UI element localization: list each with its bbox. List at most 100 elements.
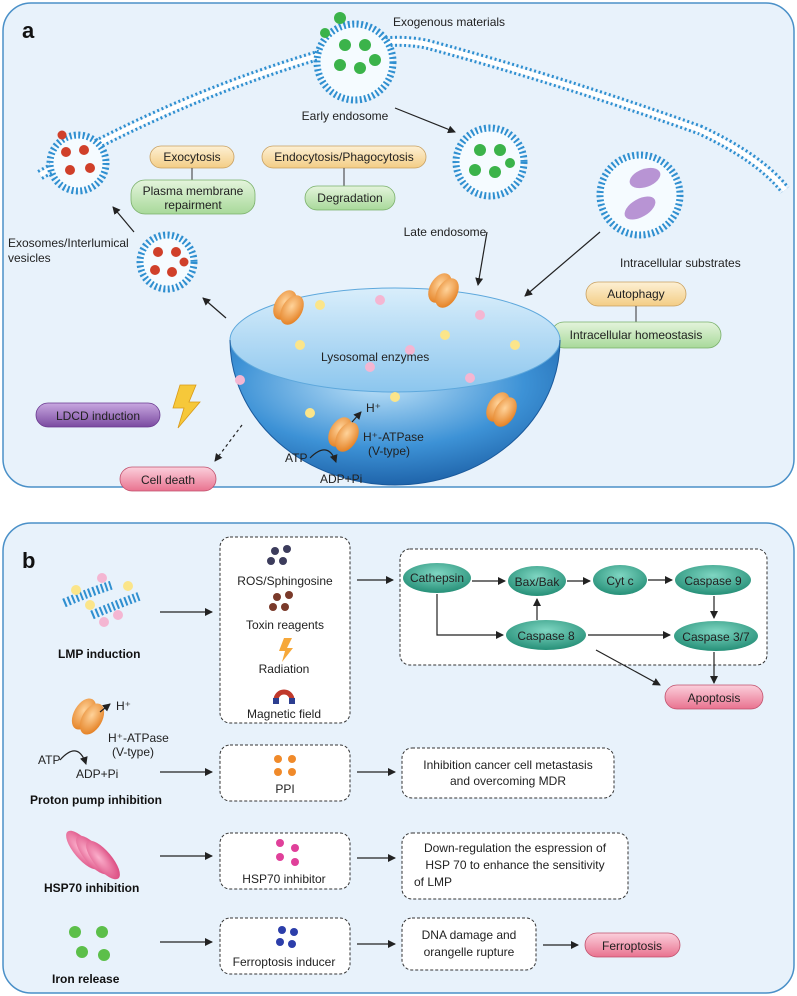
lysosomal-enzymes-label: Lysosomal enzymes	[321, 350, 429, 364]
h-plus-arrow	[351, 411, 362, 423]
exocytosis-label: Exocytosis	[163, 150, 220, 164]
hsp-outcome-line2: HSP 70 to enhance the sensitivity	[425, 858, 604, 872]
exocytosis-box: Exocytosis	[149, 145, 235, 169]
arrow-early-to-late	[394, 107, 456, 134]
pp-atpase-line2: (V-type)	[112, 745, 154, 759]
ppi-outcome-box	[401, 747, 615, 799]
arrow-casp8-apoptosis	[595, 649, 661, 686]
exosomes-label-line1: Exosomes/Interlumical	[8, 236, 129, 250]
late-endosome-label: Late endosome	[404, 225, 487, 239]
hsp70-inhibition-label: HSP70 inhibition	[44, 881, 139, 895]
panel-a-letter: a	[22, 18, 35, 43]
ppi-box	[219, 744, 351, 802]
proton-pump-icon	[428, 273, 459, 308]
pp-h-plus-arrow	[99, 703, 111, 713]
inducer-toxin-label: Toxin reagents	[246, 618, 324, 632]
caspase37-label: Caspase 3/7	[682, 630, 750, 644]
arrow-autophagosome-to-lysosome	[524, 231, 601, 297]
inducer-ros-label: ROS/Sphingosine	[237, 574, 333, 588]
hsp-outcome-line3: of LMP	[414, 875, 452, 889]
ldcd-label: LDCD induction	[56, 409, 140, 423]
caspase9-label: Caspase 9	[684, 574, 742, 588]
ferroptosis-label: Ferroptosis	[602, 939, 662, 953]
degradation-box: Degradation	[304, 185, 396, 211]
magnet-icon	[273, 689, 295, 704]
proton-pump-icon	[273, 290, 304, 325]
lysosomal-enzyme-dots	[235, 295, 520, 418]
hsp-outcome-line1: Down-regulation the espression of	[424, 841, 607, 855]
ferroptosis-inducer-dots-icon	[276, 926, 298, 948]
inducer-radiation-label: Radiation	[259, 662, 310, 676]
pp-adp-label: ADP+Pi	[76, 767, 118, 781]
cell-death-box: Cell death	[119, 466, 217, 492]
autophagy-label: Autophagy	[607, 287, 664, 301]
caspase8-node: Caspase 8	[506, 620, 586, 650]
atp-label: ATP	[285, 451, 307, 465]
cathepsin-node: Cathepsin	[403, 563, 471, 593]
proton-pump-icon	[328, 417, 359, 452]
exosomes-label-line2: vesicles	[8, 251, 51, 265]
inducers-box	[219, 536, 351, 724]
h-plus-label: H⁺	[366, 401, 381, 415]
caspase8-label: Caspase 8	[517, 629, 575, 643]
lmp-induction-label: LMP induction	[58, 647, 140, 661]
exogenous-particle	[334, 12, 346, 24]
ferroptosis-inducer-label: Ferroptosis inducer	[233, 955, 336, 969]
intracellular-substrates-label: Intracellular substrates	[620, 256, 741, 270]
arrow-lysosome-to-exosome	[202, 297, 227, 319]
inducer-magnetic-label: Magnetic field	[247, 707, 321, 721]
plasma-membrane-repair-box: Plasma membrane repairment	[130, 179, 256, 215]
late-endosome	[452, 124, 528, 200]
hsp70-protein-icon	[66, 830, 120, 880]
toxin-dots-icon	[269, 591, 293, 611]
plasma-label-line2: repairment	[164, 198, 222, 212]
exogenous-label: Exogenous materials	[393, 15, 505, 29]
degradation-label: Degradation	[317, 191, 382, 205]
bax-bak-label: Bax/Bak	[515, 575, 561, 589]
panel-a-frame	[2, 2, 795, 488]
caspase37-node: Caspase 3/7	[674, 621, 758, 651]
endocytosis-label: Endocytosis/Phagocytosis	[274, 150, 413, 164]
ppi-outcome-line2: and overcoming MDR	[450, 774, 566, 788]
hsp-outcome-box	[401, 832, 629, 900]
iron-release-label: Iron release	[52, 972, 120, 986]
lightning-icon	[172, 384, 201, 429]
apoptosis-box: Apoptosis	[664, 684, 764, 710]
homeostasis-box: Intracellular homeostasis	[550, 321, 722, 349]
atpase-label-line2: (V-type)	[368, 444, 410, 458]
ros-dots-icon	[267, 545, 291, 565]
arrow-exosome-to-membrane	[112, 206, 135, 233]
autophagy-box: Autophagy	[585, 281, 687, 307]
pp-atp-curve	[59, 750, 88, 765]
panel-b-letter: b	[22, 548, 35, 573]
endocytosis-box: Endocytosis/Phagocytosis	[261, 145, 427, 169]
damaged-membrane-icon	[62, 573, 142, 627]
plasma-membrane	[37, 35, 790, 194]
pp-atpase-line1: H⁺-ATPase	[108, 731, 169, 745]
pp-atp-label: ATP	[38, 753, 60, 767]
bax-bak-node: Bax/Bak	[508, 566, 566, 596]
dna-damage-line2: orangelle rupture	[424, 945, 515, 959]
arrow-lysosome-to-cell-death	[214, 424, 243, 462]
atpase-label-line1: H⁺-ATPase	[363, 430, 424, 444]
ppi-outcome-line1: Inhibition cancer cell metastasis	[423, 758, 592, 772]
adp-label: ADP+Pi	[320, 472, 362, 486]
cell-death-label: Cell death	[141, 473, 195, 487]
exocytosis-vesicle	[46, 130, 110, 195]
early-endosome	[313, 20, 397, 104]
exosome-vesicle	[136, 231, 198, 293]
pp-h-plus-label: H⁺	[116, 699, 131, 713]
cyt-c-label: Cyt c	[606, 574, 633, 588]
autophagosome	[596, 151, 684, 239]
homeostasis-label: Intracellular homeostasis	[570, 328, 703, 342]
ppi-label: PPI	[275, 782, 294, 796]
hsp70-inhibitor-label: HSP70 inhibitor	[242, 872, 325, 886]
cyt-c-node: Cyt c	[593, 565, 647, 595]
proton-pump-label: Proton pump inhibition	[30, 793, 162, 807]
iron-particles-icon	[69, 926, 110, 961]
arrow-cathepsin-casp8	[436, 594, 504, 639]
caspase9-node: Caspase 9	[675, 565, 751, 595]
proton-pump-icon	[486, 392, 517, 427]
ldcd-box: LDCD induction	[35, 402, 161, 428]
